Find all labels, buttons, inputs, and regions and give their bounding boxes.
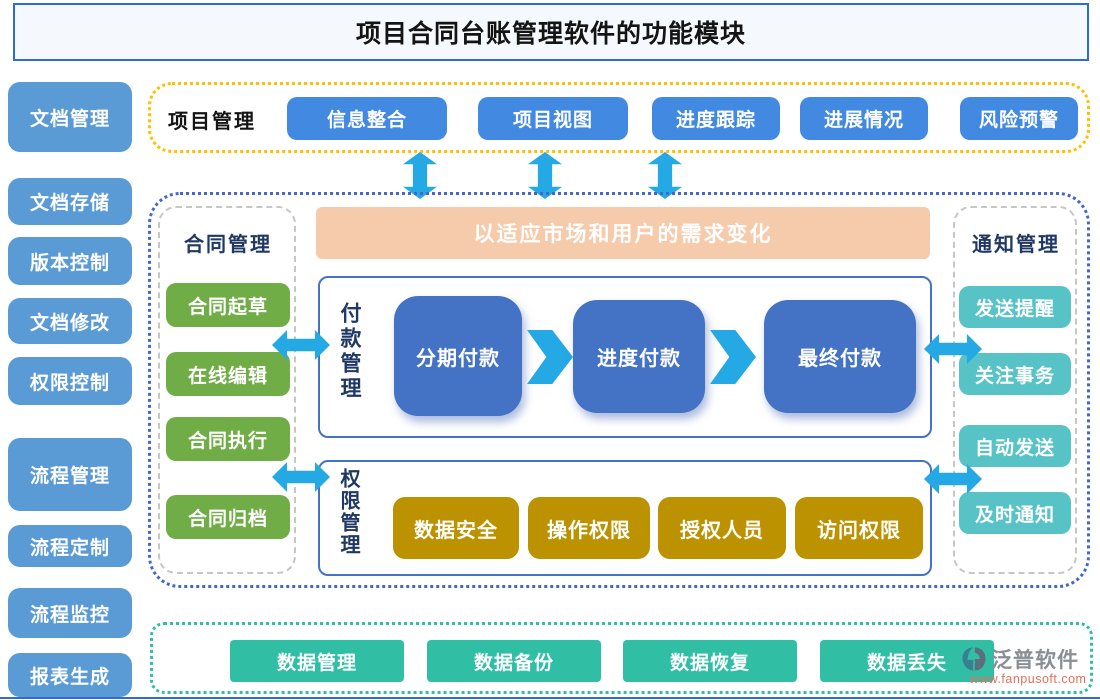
sidebar-item-doc-manage: 文档管理 xyxy=(8,82,132,152)
adapt-banner: 以适应市场和用户的需求变化 xyxy=(316,207,930,259)
sidebar-item-doc-store: 文档存储 xyxy=(8,178,132,225)
node-final-payment: 最终付款 xyxy=(764,300,916,413)
sidebar-item-report-gen: 报表生成 xyxy=(8,653,132,697)
bottom-border-line xyxy=(0,697,1100,699)
node-follow-affairs: 关注事务 xyxy=(959,353,1071,395)
sidebar-item-flow-custom: 流程定制 xyxy=(8,525,132,567)
node-auto-send: 自动发送 xyxy=(959,425,1071,467)
vendor-logo[interactable]: 泛普软件 www.fanpusoft.com xyxy=(960,644,1096,696)
node-send-reminder: 发送提醒 xyxy=(959,286,1071,328)
node-project-view: 项目视图 xyxy=(478,97,628,140)
sidebar-item-doc-modify: 文档修改 xyxy=(8,298,132,344)
node-data-backup: 数据备份 xyxy=(427,640,601,682)
node-progress-payment: 进度付款 xyxy=(573,300,705,413)
node-progress-status: 进展情况 xyxy=(800,97,928,140)
node-risk-warning: 风险预警 xyxy=(960,97,1078,140)
node-contract-execute: 合同执行 xyxy=(166,417,290,461)
node-data-restore: 数据恢复 xyxy=(623,640,797,682)
node-installment-payment: 分期付款 xyxy=(394,296,522,416)
node-contract-draft: 合同起草 xyxy=(166,283,290,327)
node-info-integrate: 信息整合 xyxy=(287,97,447,140)
node-access-perm: 访问权限 xyxy=(795,497,923,559)
leaf-logo-icon xyxy=(960,645,988,673)
node-operation-perm: 操作权限 xyxy=(528,497,650,559)
sidebar-item-flow-monitor: 流程监控 xyxy=(8,588,132,638)
payment-box-title: 付款管理 xyxy=(338,302,361,402)
notify-panel-title: 通知管理 xyxy=(972,234,1060,256)
page-title: 项目合同台账管理软件的功能模块 xyxy=(13,3,1089,61)
project-section-label: 项目管理 xyxy=(168,111,256,133)
node-data-security: 数据安全 xyxy=(393,497,519,559)
node-progress-track: 进度跟踪 xyxy=(652,97,780,140)
sidebar-item-perm-ctrl: 权限控制 xyxy=(8,357,132,405)
vendor-url[interactable]: www.fanpusoft.com xyxy=(969,672,1087,686)
node-data-manage: 数据管理 xyxy=(230,640,404,682)
node-online-edit: 在线编辑 xyxy=(166,352,290,396)
permission-box-title: 权限管理 xyxy=(337,468,359,556)
contract-panel-title: 合同管理 xyxy=(184,234,272,256)
sidebar-item-flow-manage: 流程管理 xyxy=(8,438,132,511)
vendor-name: 泛普软件 xyxy=(991,649,1079,672)
core-section-frame xyxy=(148,192,1090,588)
node-authorized-staff: 授权人员 xyxy=(658,497,786,559)
node-contract-archive: 合同归档 xyxy=(166,495,290,539)
node-timely-notify: 及时通知 xyxy=(959,492,1071,534)
data-section-frame xyxy=(150,622,1093,694)
sidebar-item-version-ctrl: 版本控制 xyxy=(8,237,132,285)
project-section-frame xyxy=(148,82,1090,153)
